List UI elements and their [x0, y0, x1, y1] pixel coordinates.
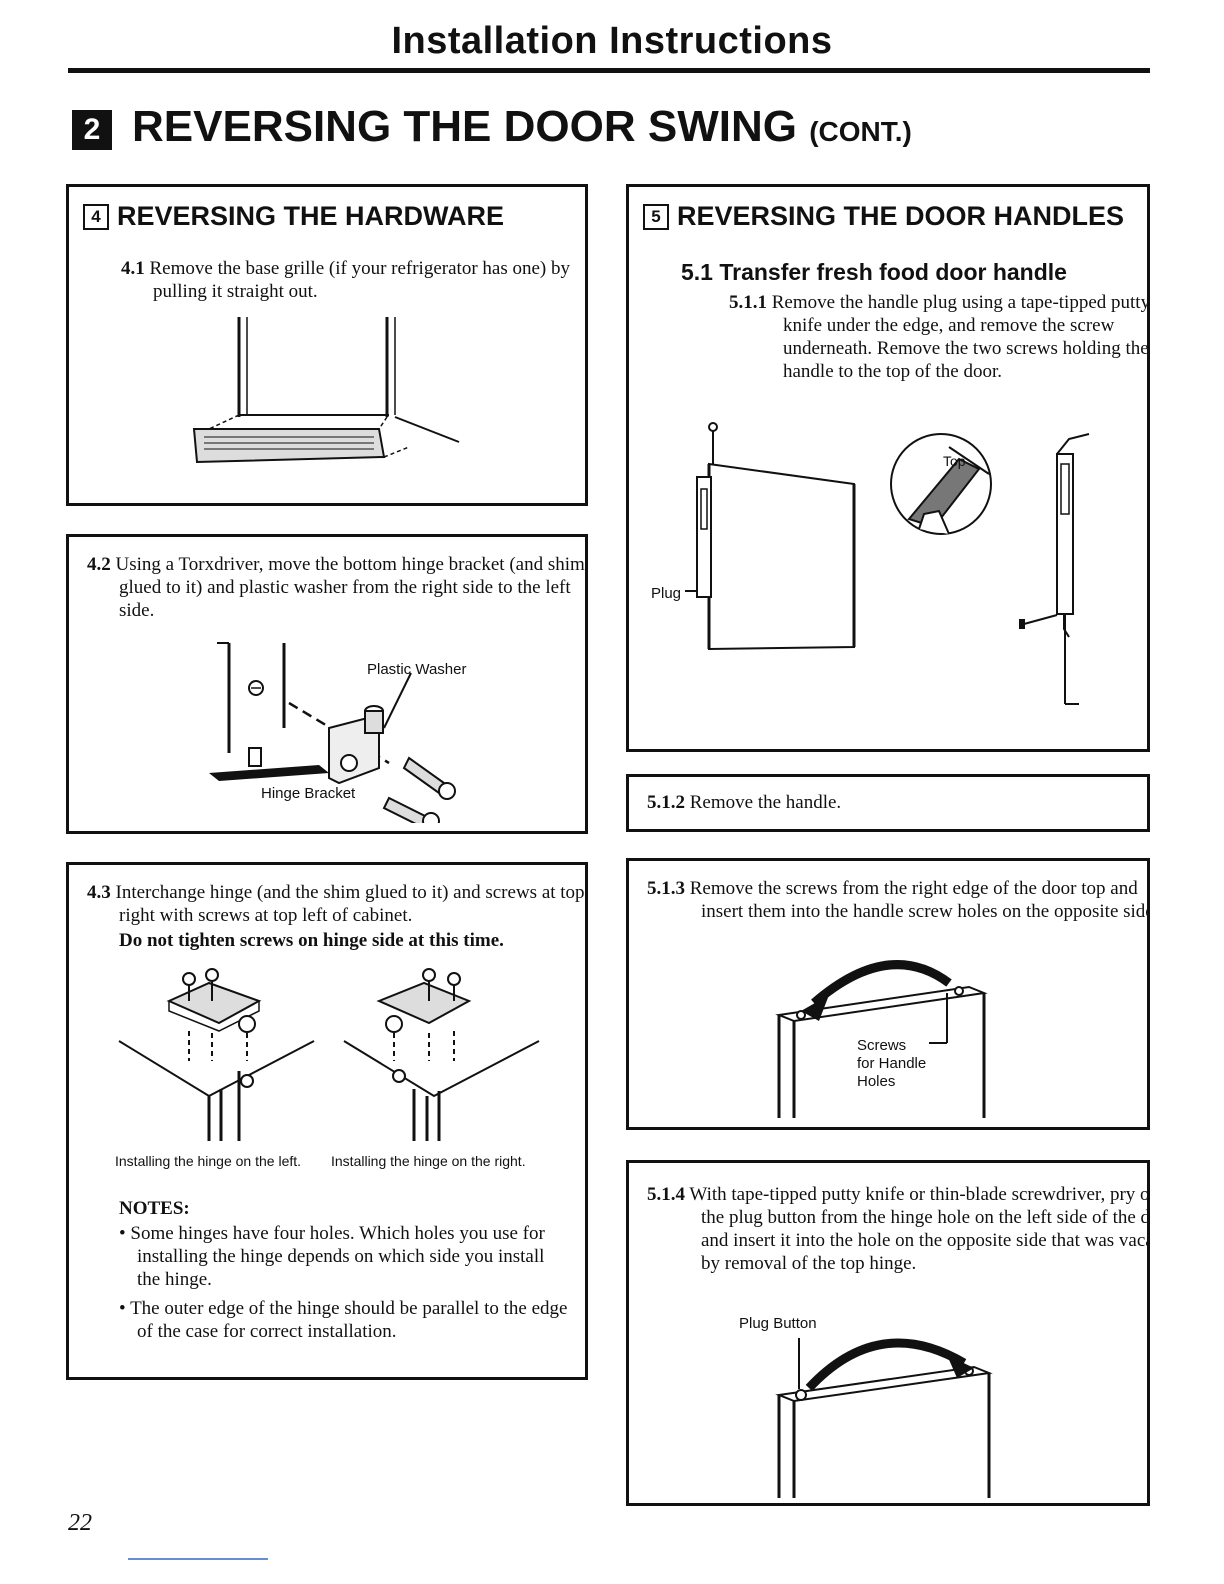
caption-hinge-left: Installing the hinge on the left.: [115, 1153, 302, 1169]
step-number-box: 4: [83, 204, 109, 230]
label-plastic-washer: Plastic Washer: [367, 661, 467, 678]
step-text: With tape-tipped putty knife or thin-bla…: [689, 1184, 1150, 1274]
step-5-1-4: 5.1.4 With tape-tipped putty knife or th…: [647, 1183, 1150, 1275]
label-plug: Plug: [651, 585, 682, 602]
hinge-interchange-illustration: [118, 968, 540, 1141]
header-rule: [68, 68, 1150, 73]
step-text: Remove the handle plug using a tape-tipp…: [771, 292, 1150, 382]
page-number: 22: [68, 1510, 92, 1536]
panel-step-5-1-3: 5.1.3 Remove the screws from the right e…: [626, 858, 1150, 1130]
notes-title: NOTES:: [119, 1198, 190, 1219]
step-4-3-warning: Do not tighten screws on hinge side at t…: [119, 930, 504, 951]
step-number: 5.1.4: [647, 1184, 685, 1205]
caption-hinge-right: Installing the hinge on the right.: [331, 1153, 526, 1169]
label-screws-for-handle-holes: Screws for Handle Holes: [857, 1037, 926, 1091]
panel-step-5-1-2: 5.1.2 Remove the handle.: [626, 774, 1150, 832]
screws-transfer-illustration: [775, 960, 988, 1118]
door-handle-illustration: [685, 422, 1090, 705]
step-text: Remove the screws from the right edge of…: [689, 878, 1150, 922]
panel-reversing-door-handles: 5 REVERSING THE DOOR HANDLES 5.1 Transfer…: [626, 184, 1150, 752]
sub-section-title: 5.1 Transfer fresh food door handle: [681, 259, 1067, 285]
base-grille-illustration: [192, 317, 460, 464]
step-5-1-3: 5.1.3 Remove the screws from the right e…: [647, 877, 1150, 923]
step-text: Remove the base grille (if your refriger…: [149, 258, 570, 302]
step-number: 5.1.1: [729, 292, 767, 313]
step-4-2: 4.2 Using a Torxdriver, move the bottom …: [87, 553, 585, 622]
step-4-1: 4.1 Remove the base grille (if your refr…: [121, 257, 585, 303]
note-item: • The outer edge of the hinge should be …: [119, 1298, 568, 1342]
plug-button-illustration: [775, 1338, 993, 1498]
step-4-3: 4.3 Interchange hinge (and the shim glue…: [87, 881, 585, 927]
notes-block: NOTES: • Some hinges have four holes. Wh…: [119, 1197, 569, 1343]
step-text: Interchange hinge (and the shim glued to…: [115, 882, 585, 926]
panel-heading-handles: 5 REVERSING THE DOOR HANDLES: [643, 201, 1124, 232]
panel-heading-text: REVERSING THE DOOR HANDLES: [677, 201, 1125, 231]
label-line: for Handle: [857, 1055, 927, 1072]
section-number-badge: 2: [72, 110, 112, 150]
panel-step-4-3: 4.3 Interchange hinge (and the shim glue…: [66, 862, 588, 1380]
note-text: Some hinges have four holes. Which holes…: [130, 1223, 545, 1290]
panel-reversing-hardware: 4 REVERSING THE HARDWARE 4.1 Remove the b…: [66, 184, 588, 506]
section-title-cont: (CONT.): [809, 116, 912, 147]
step-number: 5.1.3: [647, 878, 685, 899]
step-number: 4.2: [87, 554, 111, 575]
step-number: 4.1: [121, 258, 145, 279]
panel-step-4-2: 4.2 Using a Torxdriver, move the bottom …: [66, 534, 588, 834]
panel-heading-hardware: 4 REVERSING THE HARDWARE: [83, 201, 504, 232]
step-5-1-2: 5.1.2 Remove the handle.: [647, 791, 1127, 814]
step-5-1-1: 5.1.1 Remove the handle plug using a tap…: [729, 291, 1150, 383]
step-text: Using a Torxdriver, move the bottom hing…: [115, 554, 585, 621]
note-text: The outer edge of the hinge should be pa…: [130, 1298, 568, 1342]
step-number: 4.3: [87, 882, 111, 903]
section-title-text: REVERSING THE DOOR SWING: [132, 102, 797, 151]
hinge-bracket-illustration: [209, 642, 456, 823]
footer-rule: [128, 1558, 268, 1560]
label-plug-button: Plug Button: [739, 1315, 817, 1332]
panel-step-5-1-4: 5.1.4 With tape-tipped putty knife or th…: [626, 1160, 1150, 1506]
panel-heading-text: REVERSING THE HARDWARE: [117, 201, 505, 231]
label-top: Top: [943, 453, 966, 469]
label-line: Holes: [857, 1073, 896, 1090]
step-text: Remove the handle.: [689, 792, 842, 813]
section-title: REVERSING THE DOOR SWING (CONT.): [132, 102, 912, 152]
label-hinge-bracket: Hinge Bracket: [261, 785, 356, 802]
page-header-title: Installation Instructions: [391, 20, 833, 62]
step-number: 5.1.2: [647, 792, 685, 813]
label-line: Screws: [857, 1037, 907, 1054]
step-number-box: 5: [643, 204, 669, 230]
note-item: • Some hinges have four holes. Which hol…: [119, 1223, 545, 1290]
